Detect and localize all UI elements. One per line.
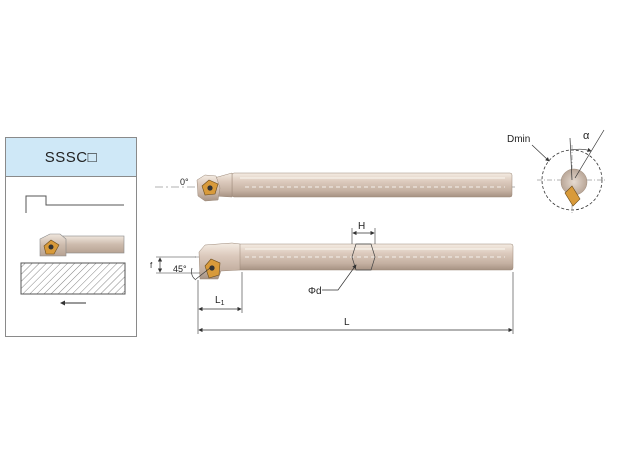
alpha-line-2 [574,129,605,179]
dmin-leader [531,144,550,162]
phid-label: Φd [308,286,322,297]
angle-45-arc [191,267,197,281]
dmin-label: Dmin [507,134,530,145]
top-shank [231,172,513,198]
phid-leader [322,264,357,291]
l1-label: L1 [215,295,225,307]
alpha-line-1 [569,137,573,181]
bottom-tool [195,242,515,280]
l1-label-main: L [215,295,221,306]
top-tool: 0° [155,172,515,202]
bottom-head [198,242,241,280]
workpiece [20,262,126,295]
l1-label-sub: 1 [221,300,225,307]
top-insert-screw [207,185,213,191]
alpha-label: α [583,130,590,142]
f-label: f [150,261,153,270]
feed-arrow-head [60,300,65,306]
dimensions: H Φd f 45° L1 L [150,221,514,334]
angle-45-label: 45° [173,264,187,274]
flat-hexagon [351,243,376,271]
alpha-arc [570,147,592,152]
machining-sketch [20,195,126,306]
angle-45-line [195,267,211,280]
angle-zero-label: 0° [180,177,189,187]
end-view: Dmin α [507,129,607,215]
end-view-insert [564,185,581,207]
bore-outline [25,195,124,213]
type-card: SSSC□ [5,137,137,337]
card-title: SSSC□ [6,138,136,177]
bottom-insert-screw [209,265,215,271]
h-label: H [358,221,365,232]
card-insert-screw [48,244,54,250]
l-label: L [344,317,350,328]
